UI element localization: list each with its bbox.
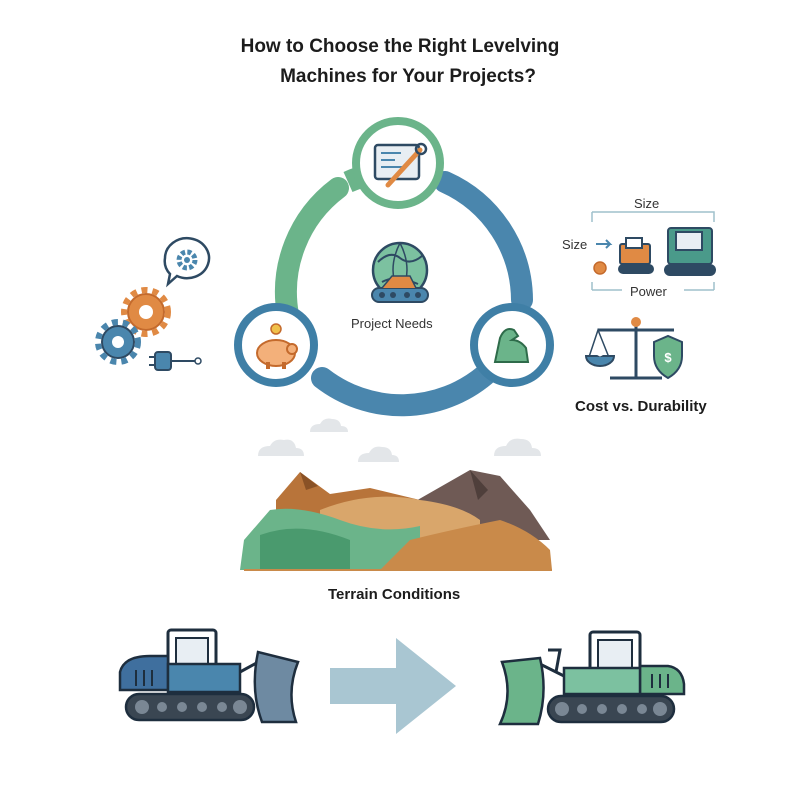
size-power-frame (591, 211, 715, 291)
cost-durability-label: Cost vs. Durability (575, 398, 707, 415)
project-needs-label: Project Needs (351, 316, 433, 331)
gears-icon (95, 287, 171, 365)
terrain-conditions-label: Terrain Conditions (328, 586, 461, 603)
large-machine-icon (664, 227, 716, 276)
page-title-line-2: Machines for Your Projects? (280, 66, 536, 87)
balance-scale-icon: $ $ (584, 317, 683, 380)
globe-bulldozer-icon (371, 241, 429, 303)
bulldozer-green-icon (498, 630, 686, 726)
blueprint-tools-icon (352, 117, 444, 209)
size-left-label: Size (562, 237, 588, 252)
cloud-icon (258, 418, 541, 462)
small-machine-icon (593, 237, 654, 275)
arrow-right-icon (330, 638, 456, 734)
mountains-icon (240, 470, 552, 571)
speech-bubble-gear-icon (163, 236, 211, 288)
svg-text:$: $ (664, 350, 672, 365)
plug-icon (149, 351, 202, 371)
bulldozer-blue-icon (118, 628, 300, 724)
piggy-bank-icon (234, 303, 318, 387)
size-top-label: Size (634, 196, 660, 211)
power-label: Power (630, 284, 667, 299)
svg-text:$: $ (597, 345, 604, 359)
page-title-line-1: How to Choose the Right Levelving (240, 36, 560, 57)
strength-arm-icon (470, 303, 554, 387)
